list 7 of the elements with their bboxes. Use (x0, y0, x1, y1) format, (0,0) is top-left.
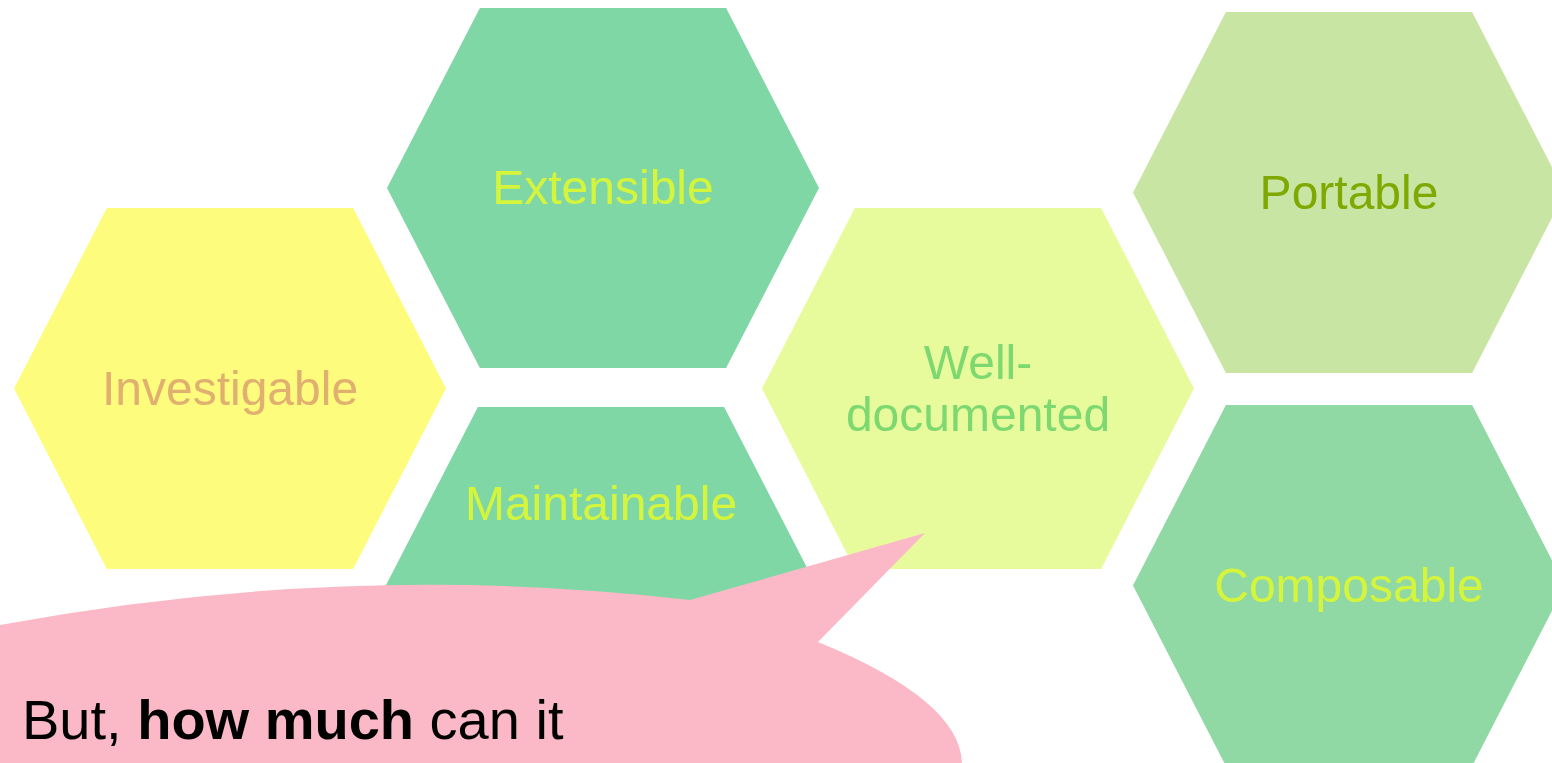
hexagon-label: Maintainable (464, 478, 738, 531)
bubble-text: But, how much can it (22, 688, 564, 752)
hexagon-label: Well- documented (844, 336, 1112, 441)
hexagon-label: Composable (1214, 559, 1484, 612)
hexagon-label: Portable (1259, 166, 1439, 219)
hexagon-label: Investigable (101, 362, 359, 415)
hexagon-label: Extensible (492, 162, 714, 214)
